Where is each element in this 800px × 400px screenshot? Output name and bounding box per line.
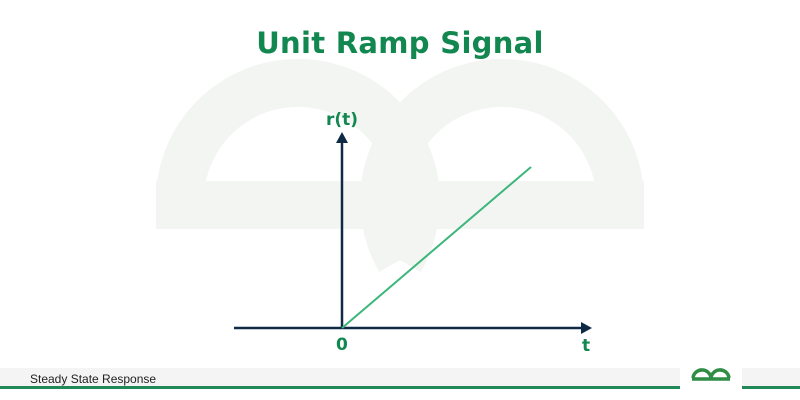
origin-label: 0: [336, 335, 348, 355]
watermark-logo: [156, 58, 644, 272]
x-axis-arrowhead: [581, 322, 592, 334]
y-axis-label: r(t): [326, 110, 359, 130]
x-axis-label: t: [582, 336, 591, 356]
y-axis-arrowhead: [336, 132, 348, 143]
footer-bar: [0, 368, 800, 387]
page-title: Unit Ramp Signal: [256, 26, 544, 60]
footer-divider: [0, 386, 800, 389]
gfg-logo: [680, 362, 742, 394]
gfg-logo-icon: [691, 368, 731, 381]
ramp-line: [341, 166, 532, 329]
footer-text: Steady State Response: [30, 372, 157, 386]
